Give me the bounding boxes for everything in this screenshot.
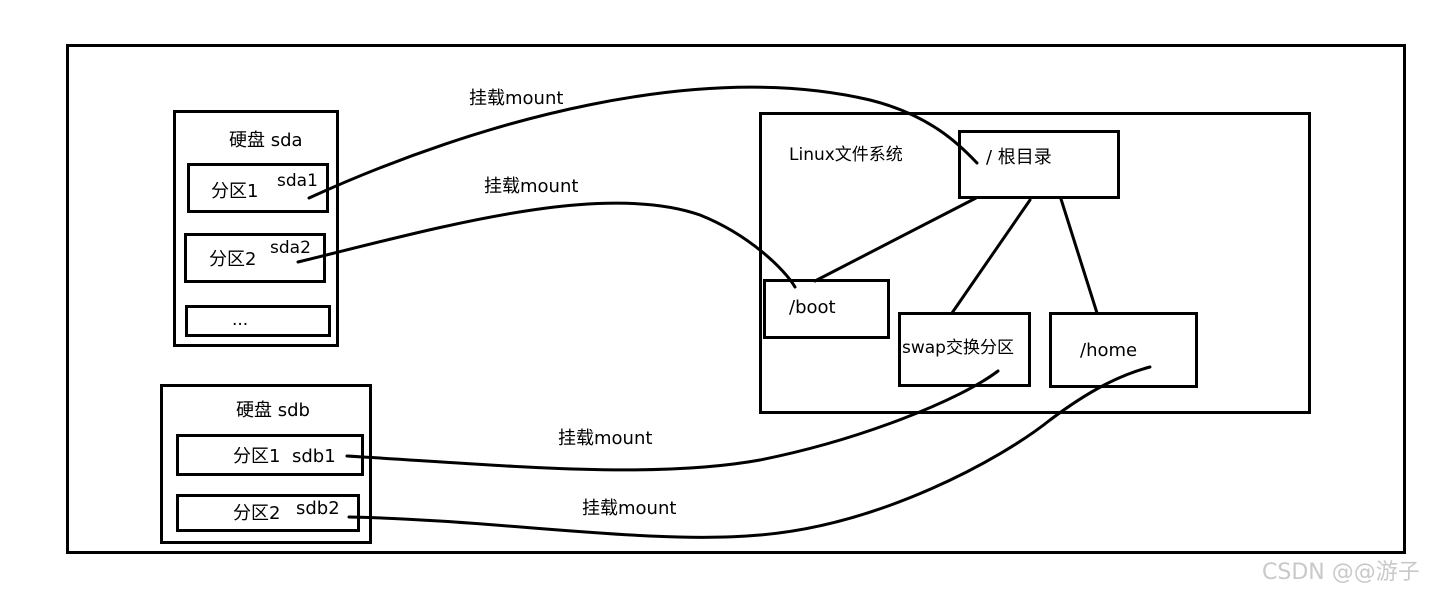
- sdb1-device-label: sdb1: [292, 446, 336, 467]
- sda2-mount-label: 挂载mount: [484, 176, 579, 197]
- csdn-watermark: CSDN @@游子: [1262, 560, 1420, 585]
- swap-partition-label: swap交换分区: [902, 338, 1014, 358]
- disk-sdb-title: 硬盘 sdb: [236, 400, 310, 421]
- sda1-device-label: sda1: [277, 171, 318, 191]
- sdb1-mount-label: 挂载mount: [558, 428, 653, 449]
- disk-sda-title: 硬盘 sda: [229, 130, 303, 151]
- sdb2-partition-label: 分区2: [233, 503, 281, 524]
- boot-dir-label: /boot: [789, 297, 836, 318]
- sdb1-partition-label: 分区1: [233, 446, 281, 467]
- home-dir-label: /home: [1080, 340, 1138, 361]
- sdb2-device-label: sdb2: [296, 498, 340, 519]
- sda2-device-label: sda2: [270, 238, 311, 258]
- sda-more-label: ...: [232, 310, 249, 330]
- root-dir-label: / 根目录: [986, 147, 1052, 168]
- sdb2-mount-label: 挂载mount: [582, 498, 677, 519]
- sda-more-box: [185, 305, 331, 337]
- outer-frame: [66, 44, 1406, 554]
- sda1-mount-label: 挂载mount: [469, 88, 564, 109]
- sda1-partition-label: 分区1: [211, 181, 259, 202]
- sda2-partition-label: 分区2: [209, 249, 257, 270]
- linux-fs-title: Linux文件系统: [789, 145, 903, 165]
